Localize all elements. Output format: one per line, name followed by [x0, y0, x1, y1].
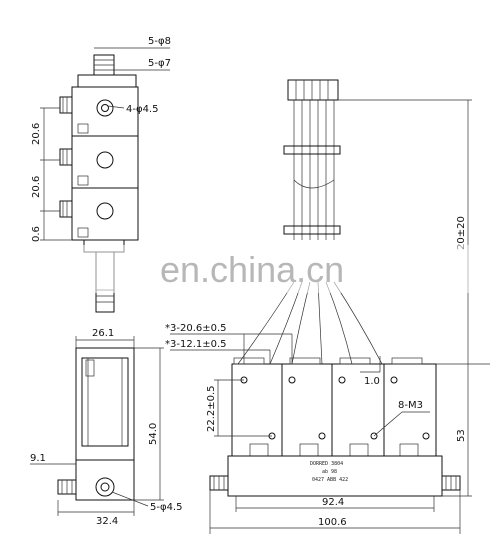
product-label-line2: ab 98 [322, 469, 337, 475]
dim-53: 53 [456, 429, 467, 442]
dim-54-0: 54.0 [148, 423, 159, 445]
dim-26-1: 26.1 [92, 328, 114, 339]
dim-100-6: 100.6 [318, 517, 347, 528]
dim-3x12-1: *3-12.1±0.5 [165, 339, 227, 350]
dim-5phi7: 5-φ7 [148, 58, 171, 69]
product-label-line3: 0427 ABB 422 [312, 477, 348, 483]
dim-0-6: 0.6 [31, 226, 42, 242]
dim-5phi45: 5-φ4.5 [150, 502, 182, 513]
dim-5phi8: 5-φ8 [148, 36, 171, 47]
product-label-line1: DORRED 3804 [310, 461, 343, 467]
dim-9-1: 9.1 [30, 453, 46, 464]
dim-22-2: 22.2±0.5 [206, 385, 217, 432]
dim-1-0: 1.0 [364, 376, 380, 387]
dim-20-6-upper: 20.6 [31, 123, 42, 145]
dim-3x20-6: *3-20.6±0.5 [165, 323, 227, 334]
end-view [30, 336, 164, 516]
watermark-band [0, 245, 499, 293]
dim-8-m3: 8-M3 [398, 400, 423, 411]
watermark-text: en.china.cn [160, 249, 344, 290]
dim-32-4: 32.4 [96, 516, 118, 527]
dim-4phi45: 4-φ4.5 [126, 104, 158, 115]
dim-20pm20: 20±20 [456, 216, 467, 250]
dim-92-4: 92.4 [322, 497, 344, 508]
dim-20-6-lower: 20.6 [31, 176, 42, 198]
